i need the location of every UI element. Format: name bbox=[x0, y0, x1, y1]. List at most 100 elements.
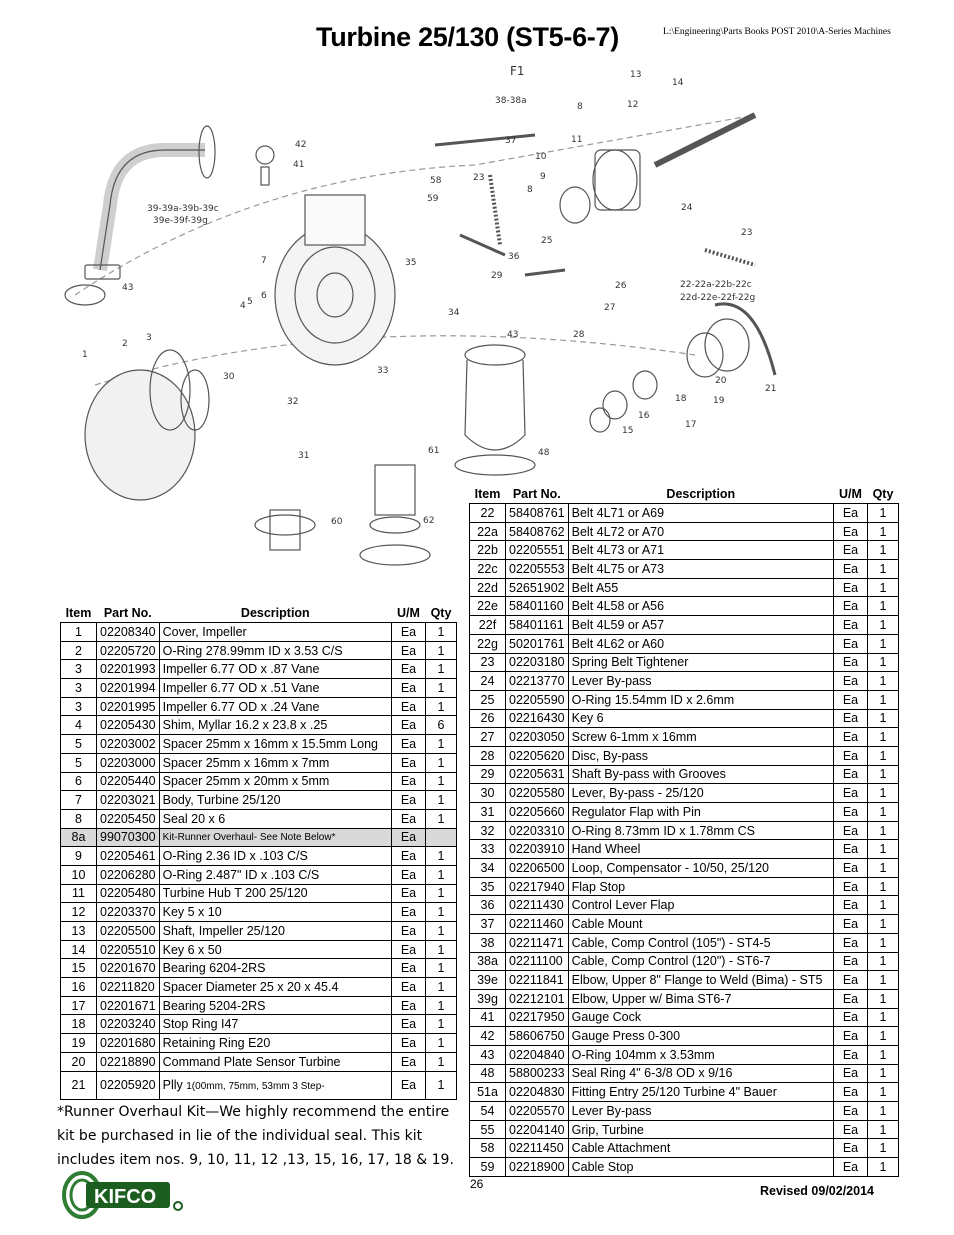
item-cell: 20 bbox=[60, 1051, 97, 1072]
part-cell: 02204840 bbox=[505, 1044, 569, 1065]
qty-cell: 1 bbox=[867, 745, 899, 766]
item-cell: 37 bbox=[469, 914, 506, 934]
desc-cell: Belt 4L73 or A71 bbox=[567, 540, 835, 561]
part-cell: 02212101 bbox=[505, 988, 569, 1009]
um-cell: Ea bbox=[391, 696, 426, 717]
um-cell: Ea bbox=[833, 914, 868, 934]
table-row: 21 02205920 Plly 1(00mm, 75mm, 53mm 3 St… bbox=[60, 1070, 457, 1100]
qty-cell: 1 bbox=[867, 671, 899, 691]
um-cell: Ea bbox=[833, 540, 868, 561]
item-cell: 17 bbox=[60, 995, 97, 1016]
qty-cell: 1 bbox=[867, 652, 899, 673]
svg-text:36: 36 bbox=[508, 252, 520, 262]
item-cell: 22c bbox=[469, 559, 506, 579]
qty-cell: 1 bbox=[867, 540, 899, 561]
part-cell: 52651902 bbox=[505, 577, 569, 598]
um-cell: Ea bbox=[833, 895, 868, 916]
um-cell: Ea bbox=[833, 577, 868, 598]
svg-text:61: 61 bbox=[428, 446, 439, 456]
desc-cell: O-Ring 15.54mm ID x 2.6mm bbox=[567, 689, 835, 710]
item-cell: 29 bbox=[469, 764, 506, 785]
um-cell: Ea bbox=[833, 615, 868, 635]
svg-text:34: 34 bbox=[448, 308, 460, 318]
item-cell: 35 bbox=[469, 876, 506, 897]
part-cell: 58401161 bbox=[505, 615, 569, 635]
qty-cell: 1 bbox=[425, 808, 457, 829]
item-cell: 8a bbox=[60, 827, 97, 848]
part-cell: 02211820 bbox=[96, 977, 160, 997]
desc-cell: Elbow, Upper 8" Flange to Weld (Bima) - … bbox=[567, 970, 835, 990]
um-cell: Ea bbox=[391, 846, 426, 866]
part-cell: 02201995 bbox=[96, 696, 160, 717]
item-cell: 39g bbox=[469, 988, 506, 1009]
part-cell: 02205551 bbox=[505, 540, 569, 561]
part-cell: 02208340 bbox=[96, 622, 160, 642]
svg-text:13: 13 bbox=[630, 70, 641, 80]
qty-cell: 1 bbox=[867, 1119, 899, 1140]
qty-cell: 1 bbox=[867, 615, 899, 635]
item-cell: 25 bbox=[469, 689, 506, 710]
part-cell: 58408761 bbox=[505, 503, 569, 523]
desc-cell: O-Ring 2.36 ID x .103 C/S bbox=[158, 846, 393, 866]
um-cell: Ea bbox=[833, 1119, 868, 1140]
item-cell: 22f bbox=[469, 615, 506, 635]
col-desc: Description bbox=[240, 605, 310, 620]
desc-cell: Cable, Comp Control (120") - ST6-7 bbox=[567, 951, 835, 972]
item-cell: 38a bbox=[469, 951, 506, 972]
item-cell: 10 bbox=[60, 864, 97, 885]
part-cell: 02201670 bbox=[96, 958, 160, 979]
runner-kit-note: *Runner Overhaul Kit—We highly recommend… bbox=[57, 1104, 454, 1168]
part-cell: 02205500 bbox=[96, 921, 160, 941]
part-cell: 02211430 bbox=[505, 895, 569, 916]
um-cell: Ea bbox=[833, 1082, 868, 1102]
um-cell: Ea bbox=[391, 939, 426, 960]
um-cell: Ea bbox=[833, 1157, 868, 1177]
item-cell: 16 bbox=[60, 977, 97, 997]
part-cell: 02218890 bbox=[96, 1051, 160, 1072]
desc-cell: Command Plate Sensor Turbine bbox=[158, 1051, 393, 1072]
desc-cell: Belt 4L59 or A57 bbox=[567, 615, 835, 635]
part-cell: 02213770 bbox=[505, 671, 569, 691]
desc-cell: Gauge Press 0-300 bbox=[567, 1026, 835, 1046]
item-cell: 13 bbox=[60, 921, 97, 941]
page-number: 26 bbox=[470, 1177, 484, 1191]
qty-cell: 1 bbox=[425, 1014, 457, 1035]
qty-cell: 1 bbox=[425, 939, 457, 960]
um-cell: Ea bbox=[833, 1138, 868, 1159]
svg-text:48: 48 bbox=[538, 448, 550, 458]
item-cell: 22b bbox=[469, 540, 506, 561]
desc-small: 1(00mm, 75mm, 53mm 3 Step- bbox=[186, 1081, 325, 1092]
svg-text:22-22a-22b-22c: 22-22a-22b-22c bbox=[680, 280, 752, 290]
desc-cell: Spring Belt Tightener bbox=[567, 652, 835, 673]
svg-text:24: 24 bbox=[681, 203, 693, 213]
um-cell: Ea bbox=[833, 802, 868, 822]
col-qty: Qty bbox=[430, 605, 452, 620]
um-cell: Ea bbox=[833, 820, 868, 841]
um-cell: Ea bbox=[833, 596, 868, 617]
qty-cell: 6 bbox=[425, 715, 457, 736]
desc-cell: Cable Mount bbox=[567, 914, 835, 934]
um-cell: Ea bbox=[833, 988, 868, 1009]
um-cell: Ea bbox=[391, 958, 426, 979]
qty-cell: 1 bbox=[867, 951, 899, 972]
desc-cell: Cable, Comp Control (105") - ST4-5 bbox=[567, 932, 835, 953]
part-cell: 58800233 bbox=[505, 1063, 569, 1084]
svg-text:26: 26 bbox=[615, 281, 627, 291]
part-cell: 99070300 bbox=[96, 827, 160, 848]
um-cell: Ea bbox=[833, 689, 868, 710]
item-cell: 34 bbox=[469, 858, 506, 878]
part-cell: 02205510 bbox=[96, 939, 160, 960]
col-item: Item bbox=[474, 486, 501, 501]
item-cell: 8 bbox=[60, 808, 97, 829]
svg-text:25: 25 bbox=[541, 236, 552, 246]
part-cell: 02204830 bbox=[505, 1082, 569, 1102]
